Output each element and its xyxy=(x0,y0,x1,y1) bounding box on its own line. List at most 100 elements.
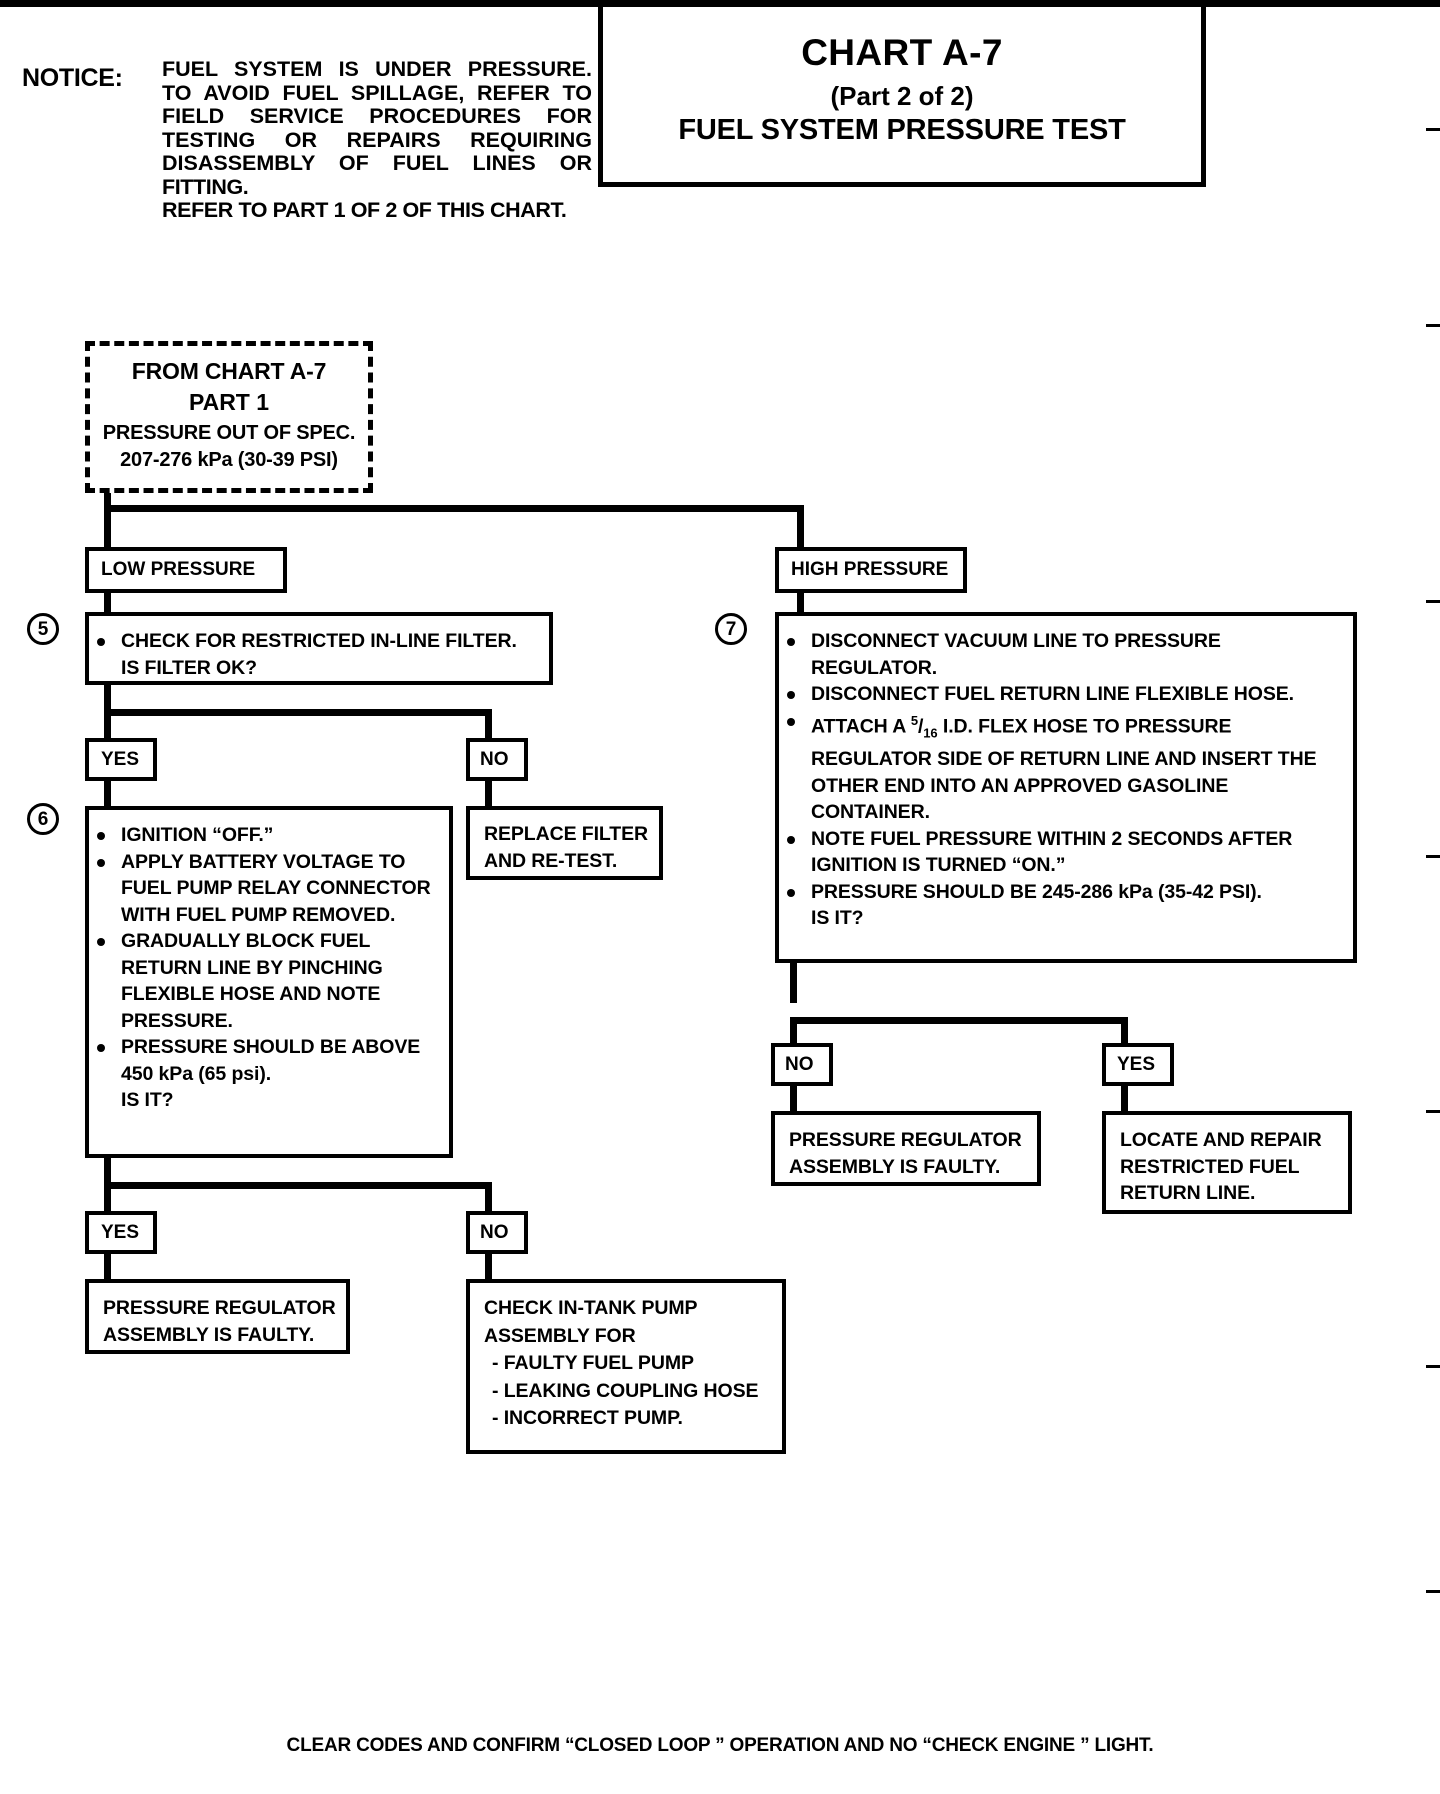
footer-note: CLEAR CODES AND CONFIRM “CLOSED LOOP ” O… xyxy=(286,1735,1154,1756)
check-in-tank-line-2: ASSEMBLY FOR xyxy=(484,1324,636,1347)
notice-line-7: REFER TO PART 1 OF 2 OF THIS CHART. xyxy=(162,198,567,222)
connector-no-to-replace-filter xyxy=(485,781,492,808)
edge-tick-1 xyxy=(1426,128,1440,131)
step7-fraction-denominator: 16 xyxy=(923,724,938,740)
regulator-faulty-low-text: PRESSURE REGULATOR ASSEMBLY IS FAULTY. xyxy=(89,1283,346,1348)
step7-bullet-2: DISCONNECT FUEL RETURN LINE FLEXIBLE HOS… xyxy=(779,681,1353,708)
step7-bullet-10: IS IT? xyxy=(811,907,864,930)
step7-bullet-8: IGNITION IS TURNED “ON.” xyxy=(811,854,1066,877)
connector-entry-horizontal xyxy=(104,505,804,512)
step6-bullet-10: IS IT? xyxy=(121,1089,174,1111)
node-low-pressure: LOW PRESSURE xyxy=(85,547,287,593)
node-step7-no: NO xyxy=(771,1043,833,1086)
notice-line-5: DISASSEMBLY OF FUEL LINES OR xyxy=(162,151,592,175)
connector-step7-to-no xyxy=(790,1017,797,1043)
step5-yes-label: YES xyxy=(101,749,140,770)
connector-entry-down xyxy=(104,493,111,511)
node-locate-and-repair: LOCATE AND REPAIR RESTRICTED FUEL RETURN… xyxy=(1102,1111,1352,1214)
node-replace-filter: REPLACE FILTER AND RE-TEST. xyxy=(466,806,663,880)
step6-bullet-2: FUEL PUMP RELAY CONNECTOR xyxy=(121,877,431,899)
replace-filter-line-1: REPLACE FILTER xyxy=(484,823,648,845)
node-pressure-regulator-faulty-high: PRESSURE REGULATOR ASSEMBLY IS FAULTY. xyxy=(771,1111,1041,1186)
notice-line-3: FIELD SERVICE PROCEDURES FOR xyxy=(162,104,592,128)
connector-yes-to-locate-repair xyxy=(1121,1086,1128,1113)
step7-yes-label: YES xyxy=(1117,1054,1156,1075)
connector-step7-down xyxy=(790,963,797,1003)
connector-step7-split xyxy=(790,1017,1128,1024)
notice-line-4: TESTING OR REPAIRS REQUIRING xyxy=(162,127,592,152)
node-step6-no: NO xyxy=(466,1211,528,1254)
connector-no-to-regulator-faulty-high xyxy=(790,1086,797,1113)
replace-filter-line-2: AND RE-TEST. xyxy=(484,849,618,872)
entry-node-from-chart-a7-part1: FROM CHART A-7 PART 1 PRESSURE OUT OF SP… xyxy=(85,341,373,493)
locate-repair-line-2: RESTRICTED FUEL xyxy=(1120,1155,1300,1178)
step7-bullet-1: REGULATOR. xyxy=(811,656,938,679)
entry-line-4: 207-276 kPa (30-39 PSI) xyxy=(120,449,338,471)
regulator-faulty-high-line-2: ASSEMBLY IS FAULTY. xyxy=(789,1155,1001,1178)
regulator-faulty-high-line-1: PRESSURE REGULATOR xyxy=(789,1129,1022,1151)
connector-yes-to-step6 xyxy=(104,781,111,808)
step6-bullet-6: FLEXIBLE HOSE AND NOTE xyxy=(121,983,381,1005)
step5-bullet-list: CHECK FOR RESTRICTED IN-LINE FILTER. IS … xyxy=(89,616,549,681)
connector-to-high-pressure xyxy=(797,505,804,547)
connector-step5-to-yes xyxy=(104,709,111,738)
entry-line-2: PART 1 xyxy=(188,389,270,415)
edge-tick-6 xyxy=(1426,1365,1440,1368)
notice-line-1: FUEL SYSTEM IS UNDER PRESSURE. xyxy=(162,57,592,81)
step6-bullet-list: IGNITION “OFF.” APPLY BATTERY VOLTAGE TO… xyxy=(89,810,449,1114)
connector-step6-down xyxy=(104,1158,111,1188)
high-pressure-label: HIGH PRESSURE xyxy=(791,559,949,580)
entry-line-1: FROM CHART A-7 xyxy=(131,358,327,384)
step7-bullet-5: OTHER END INTO AN APPROVED GASOLINE xyxy=(811,774,1229,797)
step5-no-label: NO xyxy=(480,749,509,770)
step6-bullet-5: RETURN LINE BY PINCHING xyxy=(121,956,383,979)
edge-tick-7 xyxy=(1426,1590,1440,1593)
connector-step6-to-yes xyxy=(104,1182,111,1211)
node-step-7: DISCONNECT VACUUM LINE TO PRESSURE REGUL… xyxy=(775,612,1357,963)
step6-no-label: NO xyxy=(480,1222,509,1243)
replace-filter-text: REPLACE FILTER AND RE-TEST. xyxy=(470,810,659,874)
entry-line-3: PRESSURE OUT OF SPEC. xyxy=(102,422,356,444)
check-in-tank-line-5: - INCORRECT PUMP. xyxy=(492,1407,683,1429)
connector-step6-to-no xyxy=(485,1182,492,1211)
locate-repair-line-3: RETURN LINE. xyxy=(1120,1182,1256,1204)
title-subject: FUEL SYSTEM PRESSURE TEST xyxy=(678,114,1126,146)
edge-tick-3 xyxy=(1426,600,1440,603)
step6-bullet-7: PRESSURE. xyxy=(121,1009,233,1032)
step7-bullet-list: DISCONNECT VACUUM LINE TO PRESSURE REGUL… xyxy=(779,616,1353,932)
edge-tick-4 xyxy=(1426,855,1440,858)
step6-yes-label: YES xyxy=(101,1222,140,1243)
connector-high-to-step7 xyxy=(797,593,804,615)
step6-bullet-1: APPLY BATTERY VOLTAGE TO xyxy=(89,849,449,876)
connector-step6-split xyxy=(104,1182,492,1189)
step7-bullet-0: DISCONNECT VACUUM LINE TO PRESSURE xyxy=(779,628,1353,655)
connector-step5-down xyxy=(104,685,111,715)
step-number-7: 7 xyxy=(715,613,747,645)
connector-step7-to-yes xyxy=(1121,1017,1128,1043)
step7-bullet-3-pre: ATTACH A xyxy=(811,715,911,737)
connector-step5-split xyxy=(104,709,492,716)
edge-tick-5 xyxy=(1426,1110,1440,1113)
title-block: CHART A-7 (Part 2 of 2) FUEL SYSTEM PRES… xyxy=(598,7,1206,187)
step7-no-label: NO xyxy=(785,1054,814,1075)
step-number-6: 6 xyxy=(27,803,59,835)
step6-bullet-0: IGNITION “OFF.” xyxy=(89,822,449,849)
connector-low-to-step5 xyxy=(104,593,111,615)
node-step6-yes: YES xyxy=(85,1211,157,1254)
connector-no-to-check-in-tank xyxy=(485,1254,492,1281)
locate-repair-line-1: LOCATE AND REPAIR xyxy=(1120,1129,1322,1151)
regulator-faulty-low-line-2: ASSEMBLY IS FAULTY. xyxy=(103,1323,315,1346)
locate-repair-text: LOCATE AND REPAIR RESTRICTED FUEL RETURN… xyxy=(1106,1115,1348,1207)
top-border-rule xyxy=(0,0,1440,7)
node-step-5: CHECK FOR RESTRICTED IN-LINE FILTER. IS … xyxy=(85,612,553,685)
check-in-tank-line-1: CHECK IN-TANK PUMP xyxy=(484,1297,698,1319)
step7-bullet-4: REGULATOR SIDE OF RETURN LINE AND INSERT… xyxy=(811,748,1317,771)
page-title: CHART A-7 xyxy=(801,32,1003,73)
step-number-5: 5 xyxy=(27,613,59,645)
step6-bullet-8: PRESSURE SHOULD BE ABOVE xyxy=(89,1034,449,1061)
notice-label: NOTICE: xyxy=(22,64,123,92)
step7-bullet-7: NOTE FUEL PRESSURE WITHIN 2 SECONDS AFTE… xyxy=(779,826,1353,853)
step7-bullet-6: CONTAINER. xyxy=(811,801,930,824)
node-step5-no: NO xyxy=(466,738,528,781)
